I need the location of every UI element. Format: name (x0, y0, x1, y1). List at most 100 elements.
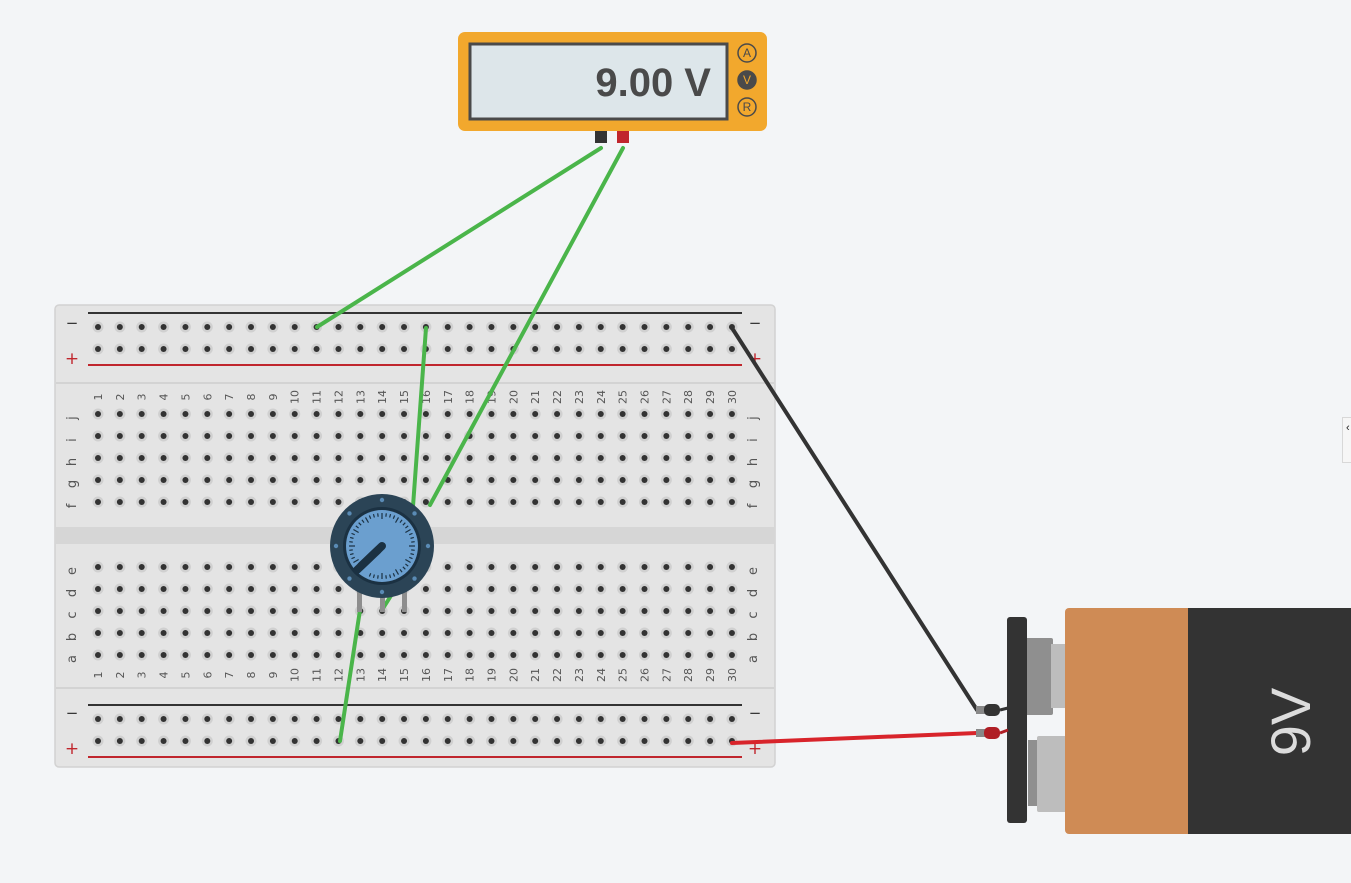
breadboard-hole[interactable] (663, 608, 670, 614)
breadboard-hole[interactable] (619, 652, 626, 658)
breadboard-hole[interactable] (488, 455, 495, 461)
breadboard-hole[interactable] (160, 738, 167, 744)
breadboard-hole[interactable] (182, 716, 189, 722)
breadboard-hole[interactable] (444, 499, 451, 505)
breadboard-hole[interactable] (335, 346, 342, 352)
breadboard-hole[interactable] (269, 716, 276, 722)
breadboard-hole[interactable] (422, 652, 429, 658)
breadboard-hole[interactable] (335, 652, 342, 658)
breadboard-hole[interactable] (357, 433, 364, 439)
breadboard-hole[interactable] (444, 411, 451, 417)
breadboard-hole[interactable] (138, 324, 145, 330)
breadboard-hole[interactable] (313, 346, 320, 352)
breadboard-hole[interactable] (116, 608, 123, 614)
breadboard-hole[interactable] (116, 411, 123, 417)
breadboard-hole[interactable] (291, 652, 298, 658)
breadboard-hole[interactable] (422, 738, 429, 744)
breadboard-hole[interactable] (663, 716, 670, 722)
breadboard-hole[interactable] (728, 455, 735, 461)
breadboard-hole[interactable] (444, 586, 451, 592)
breadboard-hole[interactable] (95, 586, 101, 592)
breadboard-hole[interactable] (619, 346, 626, 352)
breadboard-hole[interactable] (335, 716, 342, 722)
breadboard-hole[interactable] (116, 499, 123, 505)
breadboard-hole[interactable] (641, 455, 648, 461)
breadboard-hole[interactable] (226, 499, 233, 505)
breadboard-hole[interactable] (575, 630, 582, 636)
breadboard-hole[interactable] (663, 324, 670, 330)
breadboard-hole[interactable] (466, 738, 473, 744)
breadboard-hole[interactable] (685, 652, 692, 658)
breadboard-hole[interactable] (401, 411, 408, 417)
breadboard-hole[interactable] (532, 499, 539, 505)
breadboard-hole[interactable] (313, 716, 320, 722)
breadboard-hole[interactable] (488, 586, 495, 592)
breadboard-hole[interactable] (707, 499, 714, 505)
breadboard-hole[interactable] (248, 652, 255, 658)
breadboard-hole[interactable] (182, 455, 189, 461)
breadboard-hole[interactable] (575, 716, 582, 722)
breadboard-hole[interactable] (138, 652, 145, 658)
breadboard-hole[interactable] (641, 477, 648, 483)
breadboard-hole[interactable] (291, 455, 298, 461)
breadboard-hole[interactable] (160, 652, 167, 658)
breadboard-hole[interactable] (269, 630, 276, 636)
breadboard-hole[interactable] (269, 499, 276, 505)
breadboard-hole[interactable] (641, 652, 648, 658)
breadboard-hole[interactable] (510, 608, 517, 614)
breadboard-hole[interactable] (204, 411, 211, 417)
breadboard-hole[interactable] (575, 411, 582, 417)
breadboard-hole[interactable] (291, 738, 298, 744)
breadboard-hole[interactable] (269, 652, 276, 658)
breadboard-hole[interactable] (313, 411, 320, 417)
breadboard-hole[interactable] (313, 564, 320, 570)
breadboard-hole[interactable] (466, 324, 473, 330)
breadboard-hole[interactable] (401, 477, 408, 483)
breadboard-hole[interactable] (269, 455, 276, 461)
breadboard-hole[interactable] (663, 586, 670, 592)
breadboard-hole[interactable] (685, 564, 692, 570)
breadboard-hole[interactable] (685, 586, 692, 592)
breadboard-hole[interactable] (422, 716, 429, 722)
breadboard-hole[interactable] (663, 433, 670, 439)
breadboard-hole[interactable] (510, 652, 517, 658)
breadboard-hole[interactable] (619, 499, 626, 505)
breadboard-hole[interactable] (532, 411, 539, 417)
breadboard-hole[interactable] (116, 433, 123, 439)
breadboard-hole[interactable] (685, 411, 692, 417)
breadboard-hole[interactable] (335, 411, 342, 417)
breadboard-hole[interactable] (226, 716, 233, 722)
breadboard-hole[interactable] (379, 477, 386, 483)
breadboard-hole[interactable] (575, 608, 582, 614)
breadboard-hole[interactable] (160, 608, 167, 614)
breadboard-hole[interactable] (313, 477, 320, 483)
breadboard-hole[interactable] (532, 477, 539, 483)
breadboard-hole[interactable] (532, 630, 539, 636)
breadboard-hole[interactable] (226, 652, 233, 658)
breadboard-hole[interactable] (707, 564, 714, 570)
breadboard-hole[interactable] (422, 411, 429, 417)
breadboard-hole[interactable] (95, 564, 101, 570)
breadboard-hole[interactable] (160, 564, 167, 570)
breadboard-hole[interactable] (226, 477, 233, 483)
breadboard-hole[interactable] (554, 346, 561, 352)
breadboard-hole[interactable] (641, 324, 648, 330)
breadboard-hole[interactable] (160, 716, 167, 722)
breadboard-hole[interactable] (116, 477, 123, 483)
breadboard-hole[interactable] (619, 455, 626, 461)
breadboard-hole[interactable] (379, 738, 386, 744)
breadboard-hole[interactable] (379, 716, 386, 722)
breadboard-hole[interactable] (160, 433, 167, 439)
breadboard-hole[interactable] (138, 346, 145, 352)
breadboard-hole[interactable] (707, 630, 714, 636)
mode-button-v[interactable]: V (737, 70, 757, 90)
breadboard-hole[interactable] (248, 608, 255, 614)
breadboard-hole[interactable] (728, 346, 735, 352)
breadboard-hole[interactable] (663, 499, 670, 505)
breadboard-hole[interactable] (488, 608, 495, 614)
breadboard-hole[interactable] (554, 499, 561, 505)
breadboard-hole[interactable] (422, 586, 429, 592)
breadboard-hole[interactable] (488, 716, 495, 722)
breadboard-hole[interactable] (466, 630, 473, 636)
breadboard-hole[interactable] (379, 652, 386, 658)
